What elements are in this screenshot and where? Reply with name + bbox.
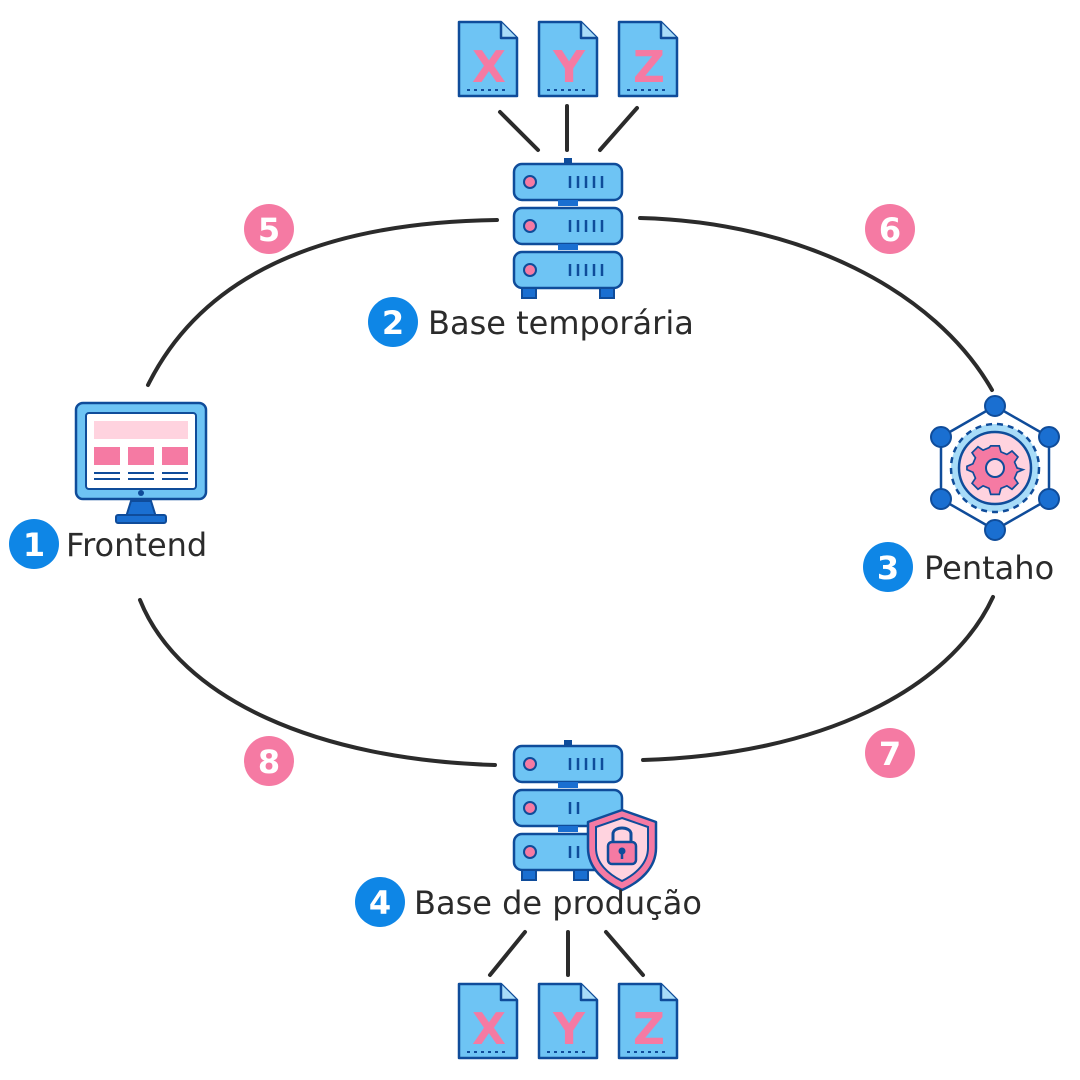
file-letter: Y	[552, 1004, 586, 1055]
step-badge-5: 5	[244, 204, 294, 254]
step-badge-text: 5	[258, 211, 280, 249]
step-badge-text: 6	[879, 211, 901, 249]
node-label-text: Pentaho	[924, 549, 1054, 587]
lock-shield-icon	[586, 808, 658, 892]
gear-network-icon	[930, 395, 1060, 541]
server-icon	[512, 158, 624, 299]
file-x-icon: X	[457, 982, 519, 1060]
file-connector-top-x	[498, 110, 540, 152]
number-badge-text: 1	[23, 526, 45, 564]
number-badge-text: 4	[369, 884, 391, 922]
node-label-text: Frontend	[66, 526, 207, 564]
edge-frontend-to-temp-db	[146, 218, 499, 387]
edge-temp-db-to-pentaho	[638, 216, 994, 392]
files-top: X Y Z	[457, 20, 679, 98]
edge-pentaho-to-prod-db	[641, 595, 995, 762]
step-badge-6: 6	[865, 204, 915, 254]
node-label-text: Base de produção	[414, 884, 702, 922]
file-connector-bottom-z	[604, 930, 645, 977]
file-letter: Y	[552, 42, 586, 93]
step-badge-text: 7	[879, 735, 901, 773]
file-letter: Z	[633, 1004, 665, 1055]
number-badge	[9, 519, 59, 569]
number-badge	[368, 297, 418, 347]
connection-edges	[138, 104, 995, 977]
step-badges: 5 6 7 8	[244, 204, 915, 786]
monitor-icon	[74, 401, 208, 524]
node-frontend-label: 1 Frontend	[9, 519, 207, 569]
file-x-icon: X	[457, 20, 519, 98]
node-label-text: Base temporária	[428, 304, 694, 342]
file-y-icon: Y	[537, 982, 599, 1060]
edge-prod-db-to-frontend	[138, 598, 497, 767]
number-badge-text: 3	[877, 549, 899, 587]
node-temp-db-label: 2 Base temporária	[368, 297, 694, 347]
number-badge	[863, 542, 913, 592]
file-connector-top-z	[598, 106, 639, 152]
node-prod-db-label: 4 Base de produção	[355, 877, 702, 927]
file-letter: Z	[633, 42, 665, 93]
step-badge-7: 7	[865, 728, 915, 778]
step-badge-8: 8	[244, 736, 294, 786]
file-z-icon: Z	[617, 20, 679, 98]
node-pentaho-label: 3 Pentaho	[863, 542, 1054, 592]
file-letter: X	[472, 42, 506, 93]
file-letter: X	[472, 1004, 506, 1055]
file-z-icon: Z	[617, 982, 679, 1060]
secure-server-icon	[512, 740, 658, 892]
number-badge-text: 2	[382, 304, 404, 342]
files-bottom: X Y Z	[457, 982, 679, 1060]
number-badge	[355, 877, 405, 927]
step-badge-text: 8	[258, 743, 280, 781]
file-y-icon: Y	[537, 20, 599, 98]
file-connector-bottom-x	[488, 930, 527, 977]
